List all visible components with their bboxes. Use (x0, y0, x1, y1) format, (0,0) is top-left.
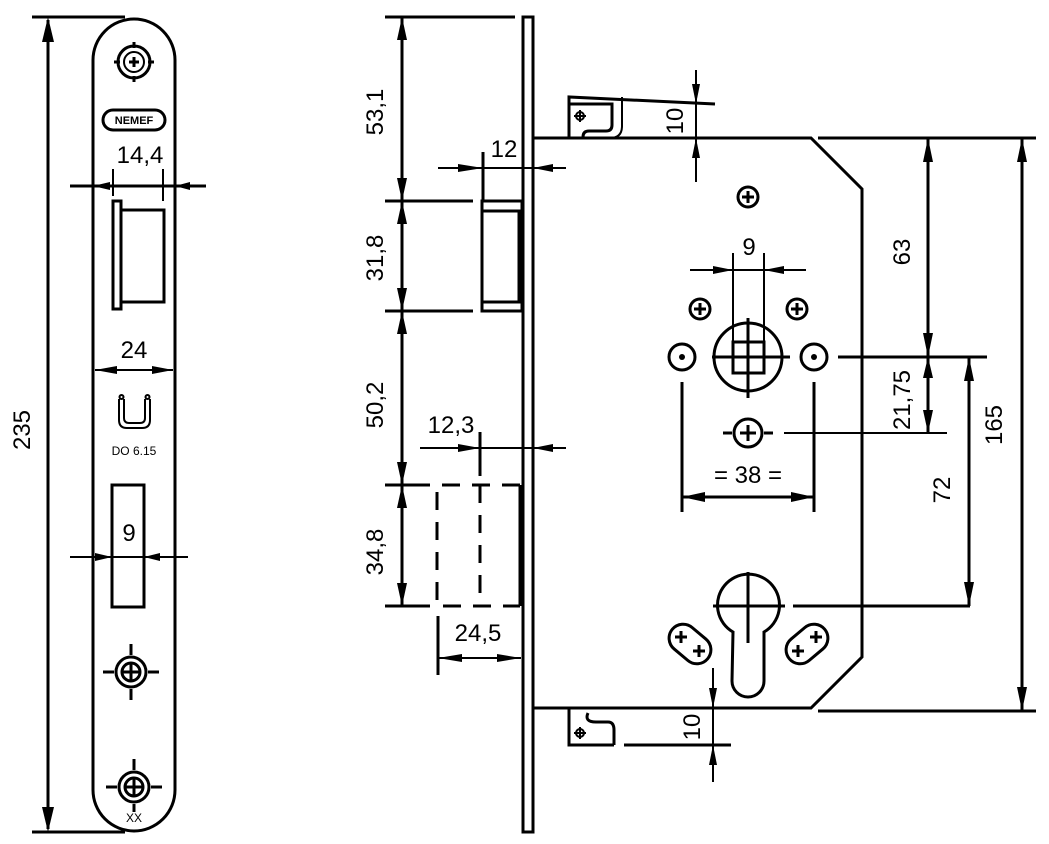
screw-hole-icon (785, 297, 809, 321)
bolt-opening (110, 483, 146, 609)
screw-hole-icon (799, 342, 829, 372)
side-view: 53,1 31,8 50,2 34,8 12 12,3 (362, 15, 1036, 834)
dim-label-14-4: 14,4 (117, 142, 164, 169)
screw-hole-icon (723, 417, 773, 449)
arrow-icon (42, 807, 54, 832)
arrow-icon (42, 17, 54, 42)
nemef-logo: NEMEF (101, 108, 167, 132)
screw-hole-icon (103, 644, 159, 700)
dim-label-38: = 38 = (714, 462, 782, 489)
screw-hole-icon (688, 297, 712, 321)
cylinder-cutout (713, 572, 785, 699)
screw-hole-icon (114, 42, 154, 82)
dim-label-63: 63 (889, 239, 916, 266)
lock-case-outline (533, 136, 864, 710)
dim-label-53-1: 53,1 (362, 89, 389, 136)
u-profile-icon (118, 394, 151, 429)
dim-label-spindle-9: 9 (742, 234, 755, 261)
dim-label-165: 165 (981, 405, 1008, 445)
dim-label-top-10: 10 (662, 108, 689, 135)
latch (480, 199, 524, 313)
dim-label-50-2: 50,2 (362, 382, 389, 429)
slot-hole-icon (784, 622, 830, 666)
spindle-hole (712, 318, 790, 398)
top-mounting-tab (567, 95, 716, 139)
dim-label-21-75: 21,75 (889, 370, 916, 430)
faceplate-side (521, 15, 535, 834)
dim-label-12-3: 12,3 (428, 412, 475, 439)
marking: XX (126, 811, 142, 825)
dim-label-bottom-10: 10 (679, 714, 706, 741)
dim-label-24: 24 (121, 337, 148, 364)
dim-label-24-5: 24,5 (455, 620, 502, 647)
faceplate-outline (91, 17, 177, 833)
dim-label-34-8: 34,8 (362, 529, 389, 576)
model-code: DO 6.15 (112, 444, 157, 458)
dim-label-72: 72 (929, 477, 956, 504)
dim-label-9: 9 (122, 520, 135, 547)
screw-hole-icon (736, 185, 760, 209)
svg-text:NEMEF: NEMEF (115, 115, 154, 127)
front-view: 235 NEMEF 14,4 24 (9, 15, 206, 834)
dim-label-31-8: 31,8 (362, 235, 389, 282)
screw-hole-icon (106, 759, 162, 812)
bottom-mounting-tab (567, 708, 731, 747)
dim-label-12: 12 (491, 136, 518, 163)
dim-label-235: 235 (9, 410, 36, 450)
latch-opening (111, 199, 166, 311)
slot-hole-icon (667, 622, 713, 666)
screw-hole-icon (667, 342, 697, 372)
bolt-dashed (435, 483, 524, 608)
